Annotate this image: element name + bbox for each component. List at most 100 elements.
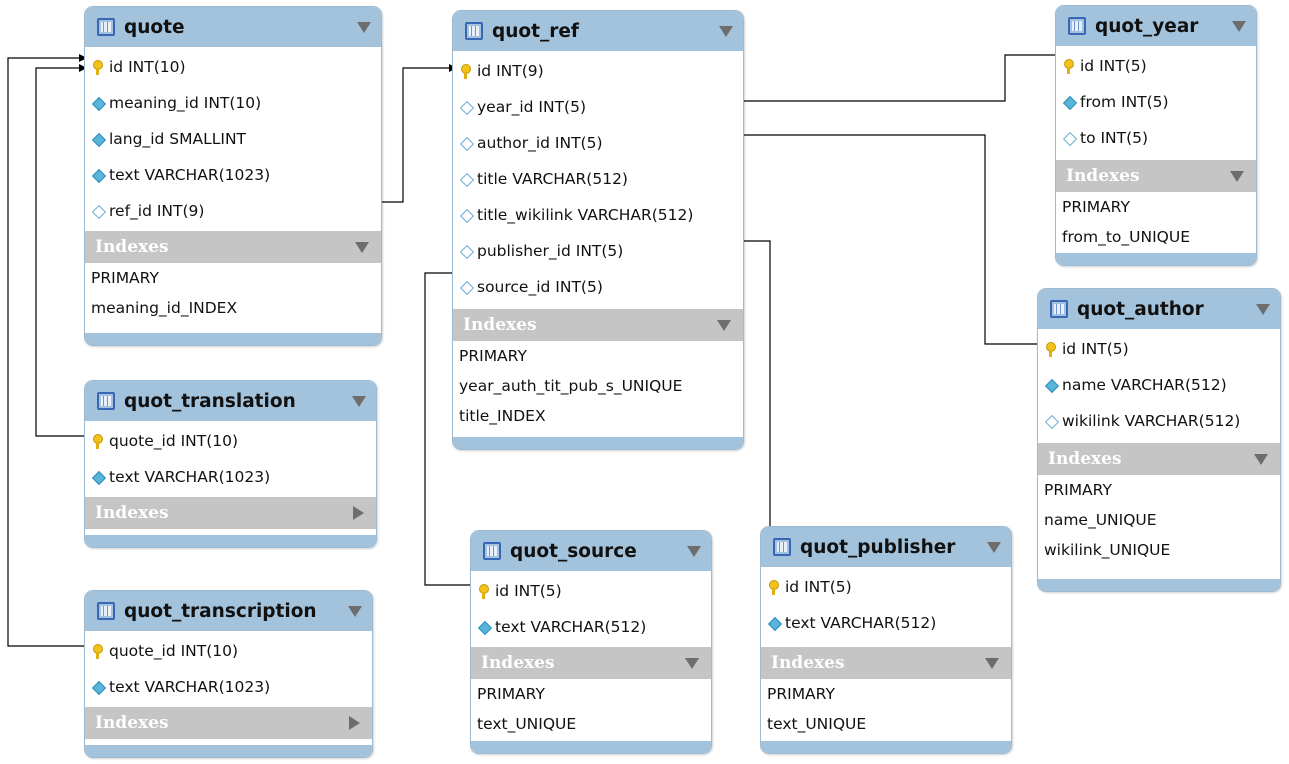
column-row[interactable]: name VARCHAR(512) xyxy=(1038,367,1280,403)
index-item[interactable]: PRIMARY xyxy=(477,685,545,703)
index-item[interactable]: PRIMARY xyxy=(91,269,159,287)
column-row[interactable]: wikilink VARCHAR(512) xyxy=(1038,403,1280,439)
column-row[interactable]: to INT(5) xyxy=(1056,120,1256,156)
indexes-header[interactable]: Indexes xyxy=(761,647,1011,679)
collapse-arrow-icon[interactable] xyxy=(685,657,699,669)
index-item[interactable]: text_UNIQUE xyxy=(767,715,867,733)
column-row[interactable]: id INT(5) xyxy=(471,573,711,609)
column-row[interactable]: text VARCHAR(1023) xyxy=(85,157,381,193)
index-item[interactable]: PRIMARY xyxy=(1044,481,1112,499)
table-quot-author[interactable]: quot_author id INT(5) name VARCHAR(512) … xyxy=(1037,288,1281,592)
indexes-header[interactable]: Indexes xyxy=(85,231,381,263)
column-row[interactable]: text VARCHAR(512) xyxy=(471,609,711,645)
table-quot-ref[interactable]: quot_ref id INT(9) year_id INT(5) author… xyxy=(452,10,744,450)
index-item[interactable]: year_auth_tit_pub_s_UNIQUE xyxy=(459,377,683,395)
table-quot-year[interactable]: quot_year id INT(5) from INT(5) to INT(5… xyxy=(1055,5,1257,266)
table-title: quot_translation xyxy=(124,390,296,412)
column-label: title VARCHAR(512) xyxy=(477,170,628,188)
indexes-header[interactable]: Indexes xyxy=(1056,160,1256,192)
column-row[interactable]: author_id INT(5) xyxy=(453,125,743,161)
table-header[interactable]: quot_translation xyxy=(85,381,376,421)
table-quote[interactable]: quote id INT(10) meaning_id INT(10) lang… xyxy=(84,6,382,346)
index-item[interactable]: text_UNIQUE xyxy=(477,715,577,733)
index-item[interactable]: title_INDEX xyxy=(459,407,546,425)
collapse-arrow-icon[interactable] xyxy=(357,21,371,33)
collapse-arrow-icon[interactable] xyxy=(687,545,701,557)
indexes-header[interactable]: Indexes xyxy=(85,707,372,739)
table-quot-translation[interactable]: quot_translation quote_id INT(10) text V… xyxy=(84,380,377,548)
collapse-arrow-icon[interactable] xyxy=(985,657,999,669)
column-row[interactable]: id INT(5) xyxy=(1038,331,1280,367)
index-list: PRIMARY text_UNIQUE xyxy=(761,679,1011,739)
column-row[interactable]: id INT(10) xyxy=(85,49,381,85)
column-label: wikilink VARCHAR(512) xyxy=(1062,412,1241,430)
column-row[interactable]: title VARCHAR(512) xyxy=(453,161,743,197)
index-item[interactable]: meaning_id_INDEX xyxy=(91,299,238,317)
collapse-arrow-icon[interactable] xyxy=(352,395,366,407)
table-icon xyxy=(1068,17,1086,35)
collapse-arrow-icon[interactable] xyxy=(987,541,1001,553)
column-label: id INT(5) xyxy=(785,578,852,596)
collapse-arrow-icon[interactable] xyxy=(355,241,369,253)
filled-diamond-icon xyxy=(1062,95,1076,109)
column-row[interactable]: id INT(5) xyxy=(1056,48,1256,84)
table-header[interactable]: quot_author xyxy=(1038,289,1280,329)
column-row[interactable]: year_id INT(5) xyxy=(453,89,743,125)
indexes-header[interactable]: Indexes xyxy=(471,647,711,679)
column-list: id INT(5) from INT(5) to INT(5) xyxy=(1056,46,1256,156)
table-quot-publisher[interactable]: quot_publisher id INT(5) text VARCHAR(51… xyxy=(760,526,1012,754)
index-item[interactable]: from_to_UNIQUE xyxy=(1062,228,1190,246)
column-row[interactable]: quote_id INT(10) xyxy=(85,633,372,669)
expand-arrow-icon[interactable] xyxy=(353,506,364,520)
hollow-diamond-icon xyxy=(459,244,473,258)
column-label: text VARCHAR(512) xyxy=(495,618,647,636)
indexes-header[interactable]: Indexes xyxy=(1038,443,1280,475)
indexes-header[interactable]: Indexes xyxy=(85,497,376,529)
table-title: quot_year xyxy=(1095,15,1199,37)
collapse-arrow-icon[interactable] xyxy=(717,319,731,331)
collapse-arrow-icon[interactable] xyxy=(719,25,733,37)
index-item[interactable]: name_UNIQUE xyxy=(1044,511,1157,529)
filled-diamond-icon xyxy=(91,132,105,146)
table-header[interactable]: quot_source xyxy=(471,531,711,571)
column-label: name VARCHAR(512) xyxy=(1062,376,1227,394)
collapse-arrow-icon[interactable] xyxy=(1232,20,1246,32)
table-quot-transcription[interactable]: quot_transcription quote_id INT(10) text… xyxy=(84,590,373,758)
table-header[interactable]: quot_year xyxy=(1056,6,1256,46)
collapse-arrow-icon[interactable] xyxy=(1230,170,1244,182)
table-quot-source[interactable]: quot_source id INT(5) text VARCHAR(512) … xyxy=(470,530,712,754)
table-title: quot_ref xyxy=(492,20,579,42)
column-row[interactable]: text VARCHAR(1023) xyxy=(85,669,372,705)
column-row[interactable]: text VARCHAR(512) xyxy=(761,605,1011,641)
column-row[interactable]: source_id INT(5) xyxy=(453,269,743,305)
table-header[interactable]: quote xyxy=(85,7,381,47)
column-row[interactable]: title_wikilink VARCHAR(512) xyxy=(453,197,743,233)
column-row[interactable]: publisher_id INT(5) xyxy=(453,233,743,269)
column-row[interactable]: text VARCHAR(1023) xyxy=(85,459,376,495)
index-item[interactable]: wikilink_UNIQUE xyxy=(1044,541,1171,559)
column-label: from INT(5) xyxy=(1080,93,1169,111)
table-header[interactable]: quot_transcription xyxy=(85,591,372,631)
column-row[interactable]: id INT(9) xyxy=(453,53,743,89)
collapse-arrow-icon[interactable] xyxy=(348,605,362,617)
column-row[interactable]: ref_id INT(9) xyxy=(85,193,381,229)
collapse-arrow-icon[interactable] xyxy=(1254,453,1268,465)
index-item[interactable]: PRIMARY xyxy=(1062,198,1130,216)
column-row[interactable]: from INT(5) xyxy=(1056,84,1256,120)
column-row[interactable]: lang_id SMALLINT xyxy=(85,121,381,157)
column-row[interactable]: quote_id INT(10) xyxy=(85,423,376,459)
connector-transcription-quote xyxy=(7,54,93,647)
indexes-header[interactable]: Indexes xyxy=(453,309,743,341)
expand-arrow-icon[interactable] xyxy=(349,716,360,730)
collapse-arrow-icon[interactable] xyxy=(1256,303,1270,315)
column-row[interactable]: meaning_id INT(10) xyxy=(85,85,381,121)
column-label: publisher_id INT(5) xyxy=(477,242,624,260)
column-row[interactable]: id INT(5) xyxy=(761,569,1011,605)
index-item[interactable]: PRIMARY xyxy=(459,347,527,365)
table-header[interactable]: quot_ref xyxy=(453,11,743,51)
table-icon xyxy=(97,602,115,620)
index-item[interactable]: PRIMARY xyxy=(767,685,835,703)
column-list: quote_id INT(10) text VARCHAR(1023) xyxy=(85,631,372,705)
filled-diamond-icon xyxy=(91,96,105,110)
table-header[interactable]: quot_publisher xyxy=(761,527,1011,567)
